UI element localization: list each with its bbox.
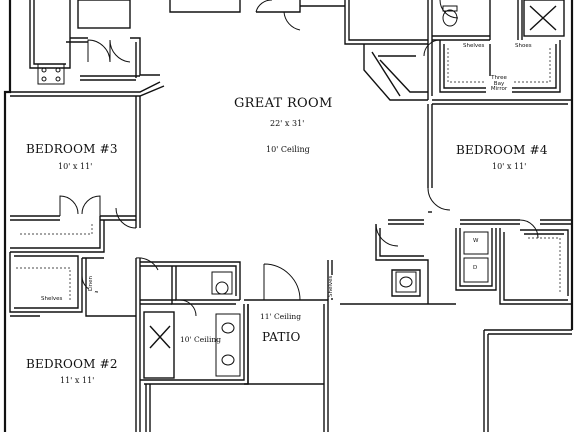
washer-icon xyxy=(463,231,489,255)
great-room-name: GREAT ROOM xyxy=(234,96,333,111)
exterior-walls xyxy=(3,0,574,432)
bedroom-4-name: BEDROOM #4 xyxy=(456,143,548,157)
washer-label: W xyxy=(473,238,479,244)
left-exterior-wall xyxy=(3,0,12,432)
shelves-top-label: Shelves xyxy=(462,43,486,50)
bath-ceiling: 10' Ceiling xyxy=(180,335,221,344)
shoes-label: Shoes xyxy=(514,43,533,50)
bedroom-4-size: 10' x 11' xyxy=(492,162,527,171)
door-swings xyxy=(59,0,539,317)
bedroom-3-size: 10' x 11' xyxy=(58,162,93,171)
shelves-right-label: Shelves xyxy=(328,274,335,298)
three-bay-mirror-label: Three Bay Mirror xyxy=(486,75,512,93)
dryer-icon xyxy=(463,257,489,283)
sink-icon xyxy=(221,354,235,366)
shelf-lines xyxy=(16,48,561,302)
sink-icon xyxy=(399,276,413,288)
shelves-left-label: Shelves xyxy=(40,296,64,303)
great-room-size: 22' x 31' xyxy=(270,119,305,128)
toilet-icon xyxy=(215,281,229,295)
fixtures xyxy=(37,5,489,377)
dryer-label: D xyxy=(473,265,478,271)
sink-icon xyxy=(221,322,235,334)
toilet-icon xyxy=(442,9,458,27)
bedroom-2-name: BEDROOM #2 xyxy=(26,357,118,371)
bedroom-3-name: BEDROOM #3 xyxy=(26,142,118,156)
patio-ceiling: 11' Ceiling xyxy=(260,312,301,321)
bedroom-2-size: 11' x 11' xyxy=(60,376,95,385)
great-room-ceiling: 10' Ceiling xyxy=(266,145,310,154)
interior-walls xyxy=(9,0,572,432)
patio-name: PATIO xyxy=(262,330,301,344)
linen-label: Linen xyxy=(88,275,95,292)
